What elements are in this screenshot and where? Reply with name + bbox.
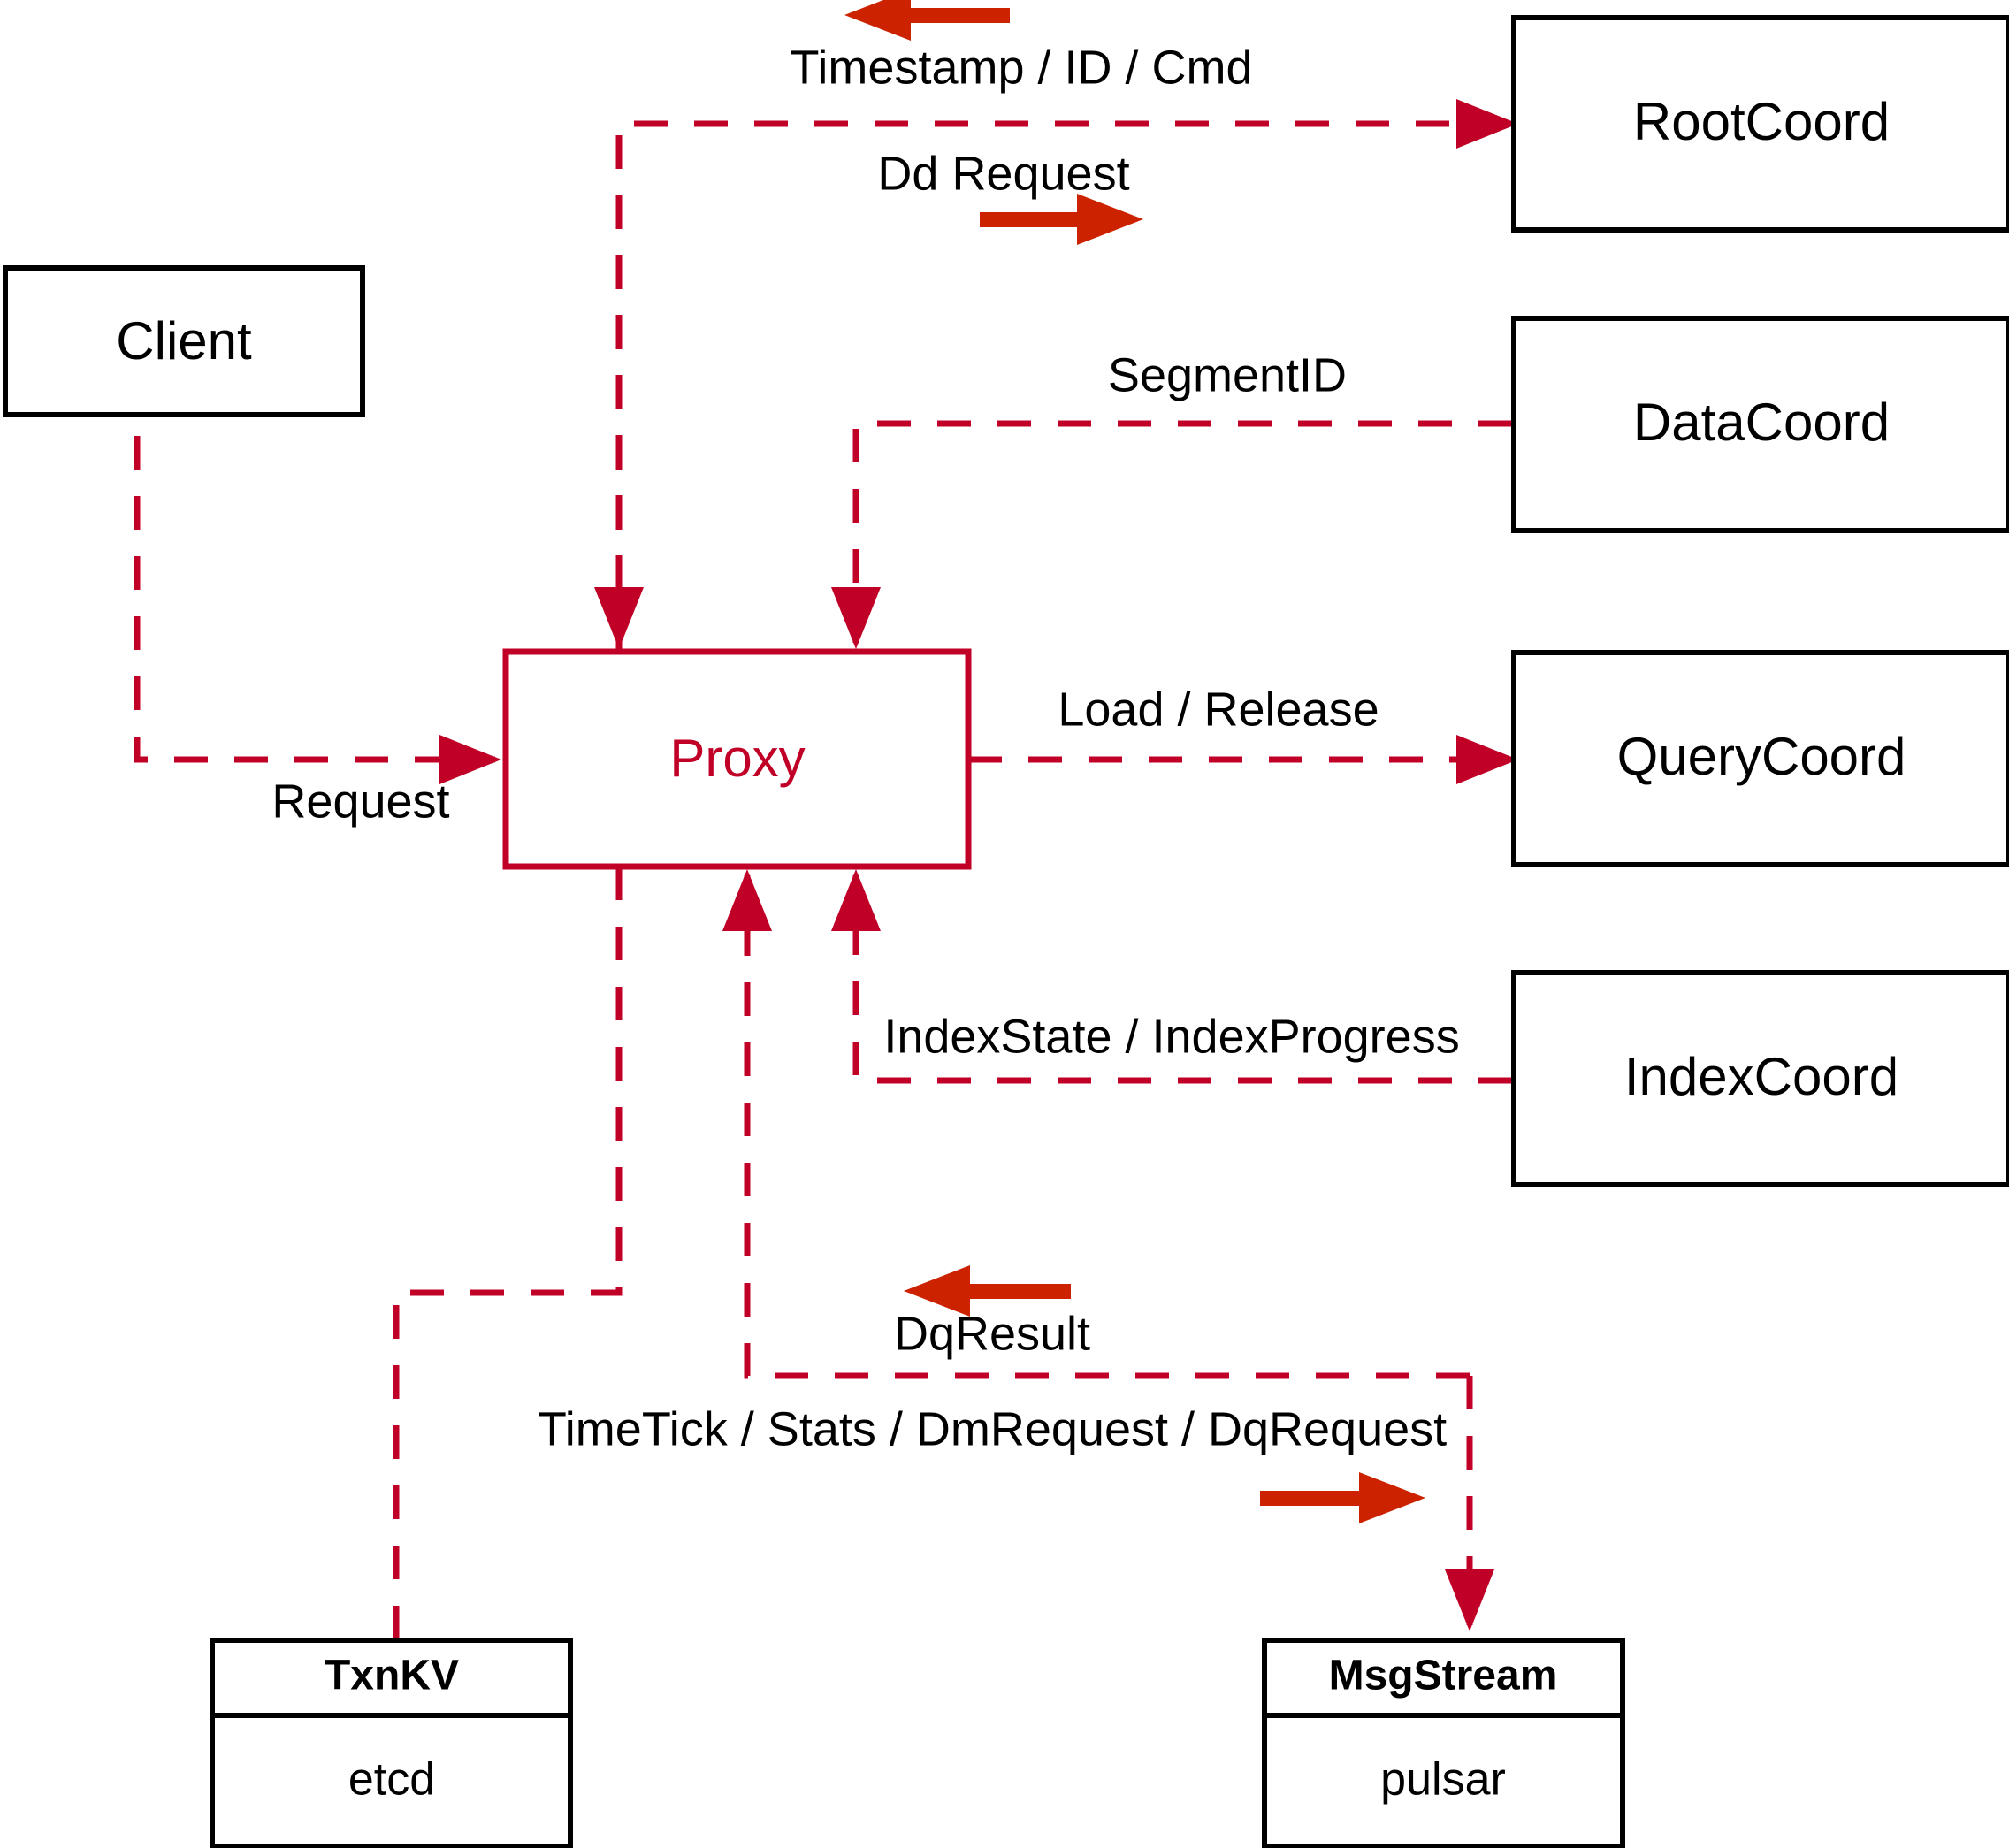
node-proxy-box[interactable] <box>502 648 972 870</box>
direction-arrow-dd-request <box>980 194 1143 245</box>
node-datacoord-box[interactable] <box>1511 316 2009 533</box>
node-querycoord-box[interactable] <box>1511 650 2009 867</box>
edge-msgstream-to-proxy <box>722 869 1470 1379</box>
edge-proxy-rootcoord <box>615 99 1518 650</box>
edge-indexcoord-to-proxy <box>831 869 1512 1084</box>
node-msgstream-label: MsgStream <box>1329 1653 1558 1699</box>
node-rootcoord-label: RootCoord <box>1633 92 1890 151</box>
edge-label-dq-result: DqResult <box>894 1307 1090 1360</box>
node-msgstream-sublabel: pulsar <box>1380 1754 1506 1806</box>
direction-arrow-timetick <box>1260 1472 1425 1523</box>
node-client-box[interactable] <box>3 265 365 417</box>
node-txnkv-label: TxnKV <box>325 1653 459 1699</box>
node-indexcoord-label: IndexCoord <box>1624 1047 1898 1106</box>
edge-label-timestamp-id-cmd: Timestamp / ID / Cmd <box>790 41 1252 94</box>
edge-label-index-state: IndexState / IndexProgress <box>883 1010 1459 1063</box>
edge-label-segmentid: SegmentID <box>1108 348 1347 401</box>
node-datacoord-label: DataCoord <box>1633 393 1890 452</box>
node-txnkv-sublabel: etcd <box>348 1754 435 1806</box>
direction-arrow-timestamp <box>844 0 1010 41</box>
edge-proxy-to-txnkv <box>393 867 623 1640</box>
node-txnkv-box[interactable] <box>210 1638 573 1848</box>
edge-label-timetick-stats: TimeTick / Stats / DmRequest / DqRequest <box>538 1402 1447 1455</box>
node-msgstream-box[interactable] <box>1262 1638 1625 1848</box>
direction-arrow-dq-result <box>904 1265 1071 1317</box>
edge-datacoord-to-proxy <box>831 420 1512 649</box>
node-proxy-label: Proxy <box>669 729 805 788</box>
edge-label-dd-request: Dd Request <box>877 147 1129 200</box>
node-rootcoord-box[interactable] <box>1511 15 2009 233</box>
node-querycoord-label: QueryCoord <box>1617 727 1906 786</box>
edge-label-load-release: Load / Release <box>1058 683 1379 736</box>
edge-label-request: Request <box>271 775 449 828</box>
edge-client-to-proxy <box>134 376 501 784</box>
node-indexcoord-box[interactable] <box>1511 970 2009 1187</box>
node-client-label: Client <box>116 311 252 370</box>
